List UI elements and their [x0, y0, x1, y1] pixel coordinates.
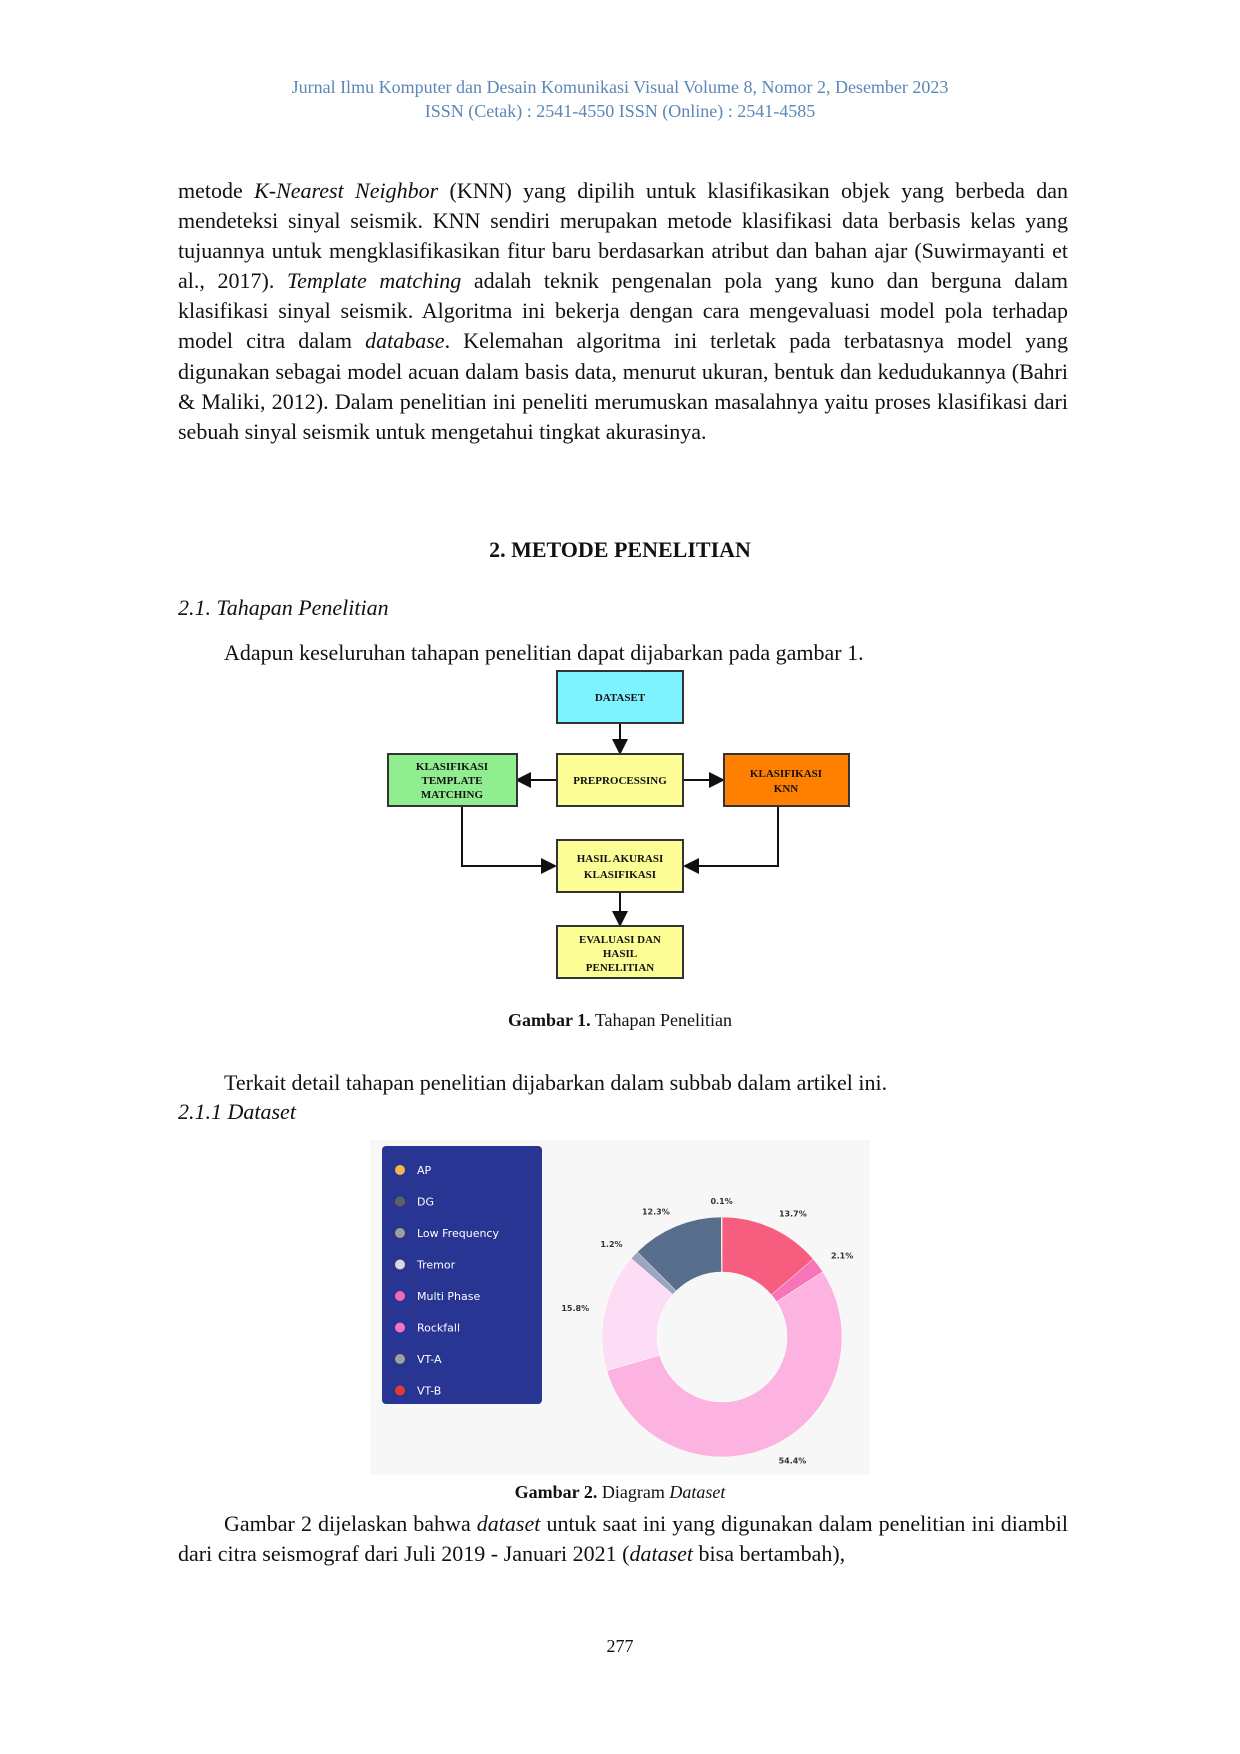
- text: adalah teknik pengenalan pola yang kuno …: [178, 268, 1069, 354]
- legend-label: Rockfall: [417, 1322, 460, 1335]
- text-italic: database: [365, 328, 445, 354]
- legend-label: Low Frequency: [417, 1227, 499, 1240]
- slice-label: 15.8%: [561, 1304, 589, 1313]
- issn-line: ISSN (Cetak) : 2541-4550 ISSN (Online) :…: [424, 101, 816, 121]
- legend-swatch: [395, 1291, 405, 1301]
- arrow-tm-hasil: [461, 806, 557, 874]
- box-evaluasi: EVALUASI DAN HASIL PENELITIAN: [556, 925, 684, 979]
- arrow-knn-hasil: [683, 806, 779, 874]
- text: (KNN) yang dipilih untuk klasifikasikan …: [178, 178, 1068, 294]
- legend-label: VT-B: [417, 1385, 441, 1398]
- text: . Kelemahan algoritma ini terletak pada …: [178, 328, 1068, 444]
- box-label: KLASIFIKASI: [750, 768, 822, 780]
- legend-swatch: [395, 1385, 405, 1396]
- box-label: PREPROCESSING: [573, 775, 667, 787]
- donut-slice: [720, 1216, 723, 1273]
- donut: [601, 1216, 843, 1458]
- slice-labels: 13.7% 2.1% 54.4% 15.8% 1.2% 12.3% 0.1%: [561, 1197, 853, 1466]
- box-label: TEMPLATE: [422, 775, 483, 787]
- box-label: HASIL AKURASI: [577, 853, 664, 865]
- legend-label: DG: [417, 1196, 434, 1209]
- box-klasifikasi-template-matching: KLASIFIKASI TEMPLATE MATCHING: [387, 753, 518, 807]
- slice-label: 13.7%: [779, 1210, 807, 1219]
- section-title: 2. METODE PENELITIAN: [489, 537, 751, 562]
- figure2-caption: Gambar 2. Diagram Dataset: [0, 1482, 1240, 1503]
- text-italic: K-Nearest Neighbor: [254, 178, 439, 203]
- legend-label: VT-A: [417, 1353, 442, 1366]
- text: metode: [178, 178, 255, 203]
- journal-title-line: Jurnal Ilmu Komputer dan Desain Komunika…: [291, 77, 949, 97]
- flow-diagram: DATASET PREPROCESSING KLASIFIKASI TEMPLA…: [387, 670, 850, 979]
- subsection-dataset: 2.1.1 Dataset: [178, 1099, 296, 1124]
- legend-swatch: [395, 1228, 405, 1238]
- box-preprocessing: PREPROCESSING: [556, 753, 684, 807]
- box-dataset: DATASET: [556, 670, 684, 724]
- page-number: 277: [606, 1636, 634, 1656]
- intro-paragraph: metode K-Nearest Neighbor (KNN) yang dip…: [178, 176, 1068, 447]
- text-italic: Template matching: [286, 268, 462, 294]
- box-klasifikasi-knn: KLASIFIKASI KNN: [723, 753, 850, 807]
- box-label: MATCHING: [421, 789, 484, 801]
- legend-label: AP: [417, 1164, 432, 1177]
- caption-text: Tahapan Penelitian: [590, 1010, 733, 1030]
- text: Gambar 2 dijelaskan bahwa: [224, 1511, 477, 1536]
- journal-header: Jurnal Ilmu Komputer dan Desain Komunika…: [0, 75, 1240, 123]
- caption-text: Diagram: [597, 1482, 670, 1502]
- legend-panel: [382, 1146, 542, 1404]
- legend-swatch: [395, 1322, 405, 1333]
- legend-label: Tremor: [416, 1259, 456, 1272]
- legend-swatch: [395, 1259, 405, 1270]
- figure1-intro: Adapun keseluruhan tahapan penelitian da…: [224, 640, 864, 665]
- donut-slice: [606, 1271, 843, 1458]
- text: untuk saat ini yang digunakan dalam pene…: [178, 1511, 1068, 1567]
- box-label: DATASET: [595, 692, 646, 704]
- caption-label: Gambar 2.: [514, 1482, 598, 1502]
- text-italic: dataset: [476, 1511, 541, 1536]
- text-italic: dataset: [629, 1541, 694, 1567]
- slice-label: 54.4%: [779, 1457, 807, 1466]
- closing-paragraph: Gambar 2 dijelaskan bahwa dataset untuk …: [178, 1509, 1068, 1569]
- legend-label: Multi Phase: [417, 1290, 480, 1303]
- box-label: KLASIFIKASI: [416, 761, 488, 773]
- legend-swatch: [395, 1165, 405, 1175]
- figure1-caption: Gambar 1. Tahapan Penelitian: [0, 1010, 1240, 1031]
- legend-swatch: [395, 1354, 405, 1364]
- caption-label: Gambar 1.: [507, 1010, 591, 1030]
- figure1-followup: Terkait detail tahapan penelitian dijaba…: [224, 1070, 888, 1095]
- box-label: KNN: [774, 783, 799, 795]
- slice-label: 1.2%: [600, 1240, 622, 1249]
- box-hasil-akurasi: HASIL AKURASI KLASIFIKASI: [556, 839, 684, 893]
- box-label: PENELITIAN: [586, 962, 655, 974]
- caption-italic: Dataset: [669, 1482, 726, 1502]
- slice-label: 2.1%: [831, 1252, 853, 1261]
- box-label: HASIL: [603, 948, 637, 960]
- text: bisa bertambah),: [693, 1541, 846, 1567]
- legend-swatch: [395, 1196, 405, 1207]
- box-label: EVALUASI DAN: [579, 934, 661, 946]
- box-label: KLASIFIKASI: [584, 869, 656, 881]
- subsection-title: 2.1. Tahapan Penelitian: [178, 595, 389, 620]
- slice-label: 12.3%: [642, 1207, 670, 1216]
- slice-label: 0.1%: [710, 1197, 732, 1206]
